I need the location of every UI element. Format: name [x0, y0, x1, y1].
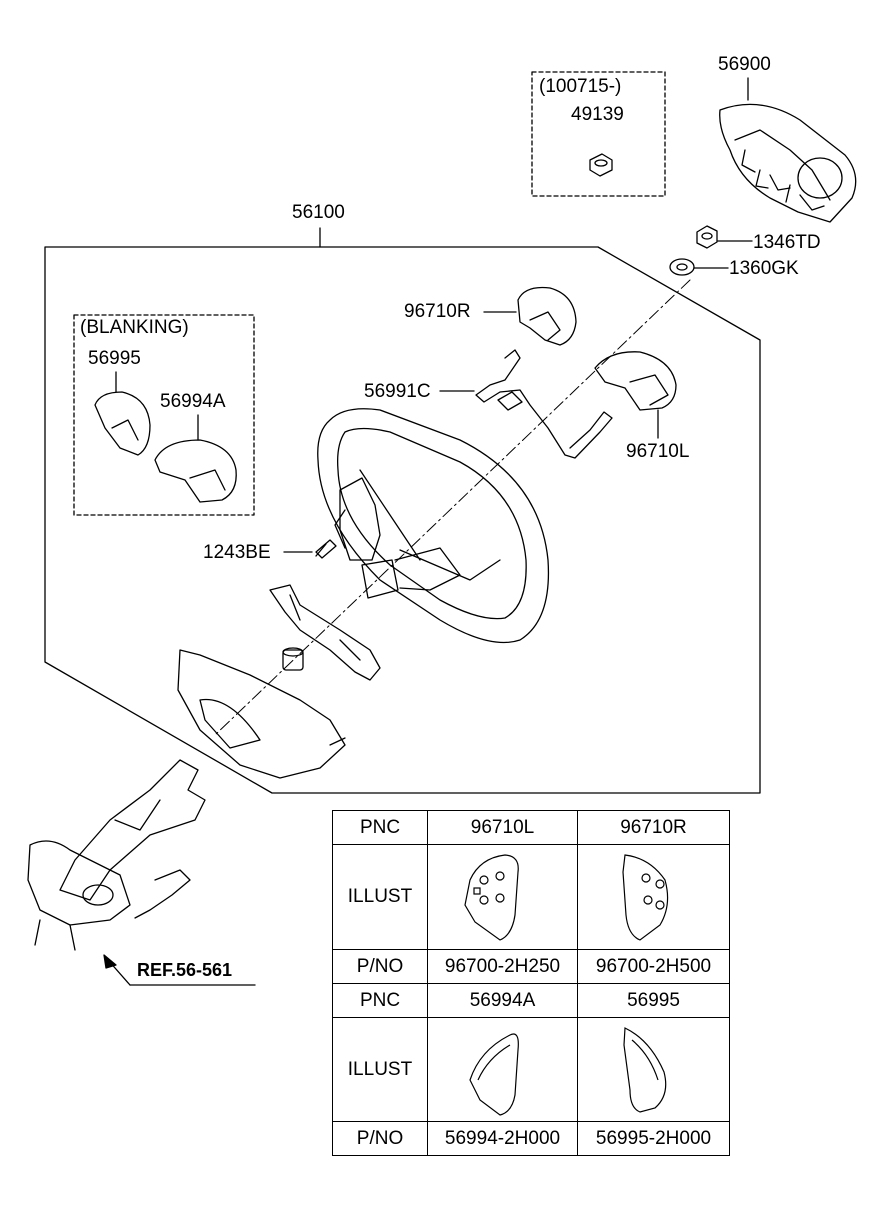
label-1243BE: 1243BE	[203, 542, 271, 563]
steering-column	[27, 759, 206, 951]
label-56100: 56100	[292, 202, 345, 223]
pnc-cell: 96710R	[577, 810, 730, 845]
nut-49139	[589, 153, 613, 177]
pno-label: P/NO	[332, 949, 428, 984]
illust-label: ILLUST	[332, 1017, 428, 1122]
blanking-box	[73, 314, 255, 516]
nut-1346TD	[696, 225, 718, 249]
table-row: PNC 96710L 96710R	[332, 810, 730, 845]
table-row: PNC 56994A 56995	[332, 983, 730, 1018]
illust-cell	[427, 1017, 578, 1122]
harness-56991C	[475, 349, 613, 459]
parts-table: PNC 96710L 96710R ILLUST P/NO 96700-2H25…	[332, 810, 730, 1156]
label-56995: 56995	[88, 348, 141, 369]
blank-56995	[94, 391, 151, 456]
pno-cell: 56994-2H000	[427, 1121, 578, 1156]
reference-arrow	[103, 954, 256, 986]
illust-cell	[427, 844, 578, 950]
airbag-module-56900	[719, 103, 857, 223]
label-96710R: 96710R	[404, 301, 471, 322]
steering-wheel-hub	[334, 477, 461, 599]
label-56900: 56900	[718, 54, 771, 75]
pno-cell: 56995-2H000	[577, 1121, 730, 1156]
bracket	[269, 584, 381, 681]
pnc-cell: 56994A	[427, 983, 578, 1018]
table-row: P/NO 96700-2H250 96700-2H500	[332, 949, 730, 984]
blank-56994A	[154, 439, 237, 503]
switch-96710L	[594, 351, 677, 411]
label-1346TD: 1346TD	[753, 232, 821, 253]
pno-cell: 96700-2H250	[427, 949, 578, 984]
table-row: P/NO 56994-2H000 56995-2H000	[332, 1121, 730, 1156]
illust-cell	[577, 844, 730, 950]
steering-wheel-rim	[317, 408, 550, 644]
switch-96710R	[517, 286, 577, 346]
pnc-label: PNC	[332, 810, 428, 845]
pnc-label: PNC	[332, 983, 428, 1018]
date-range-box	[531, 71, 666, 197]
label-56994A: 56994A	[160, 391, 226, 412]
pno-cell: 96700-2H500	[577, 949, 730, 984]
table-row: ILLUST	[332, 844, 730, 950]
wheel-assembly-boundary	[44, 246, 761, 794]
label-ref: REF.56-561	[137, 960, 233, 980]
pnc-cell: 96710L	[427, 810, 578, 845]
lower-cover	[177, 649, 346, 779]
label-49139: 49139	[571, 104, 624, 125]
bushing	[282, 647, 304, 671]
label-1360GK: 1360GK	[729, 258, 799, 279]
label-date-range: (100715-)	[539, 76, 622, 97]
centre-axis	[214, 279, 691, 736]
label-blanking: (BLANKING)	[80, 317, 189, 338]
label-96710L: 96710L	[626, 441, 690, 462]
table-row: ILLUST	[332, 1017, 730, 1122]
label-56991C: 56991C	[364, 381, 431, 402]
illust-cell	[577, 1017, 730, 1122]
washer-1360GK	[669, 258, 695, 276]
illust-label: ILLUST	[332, 844, 428, 950]
bolt-1243BE	[315, 539, 337, 559]
pno-label: P/NO	[332, 1121, 428, 1156]
pnc-cell: 56995	[577, 983, 730, 1018]
